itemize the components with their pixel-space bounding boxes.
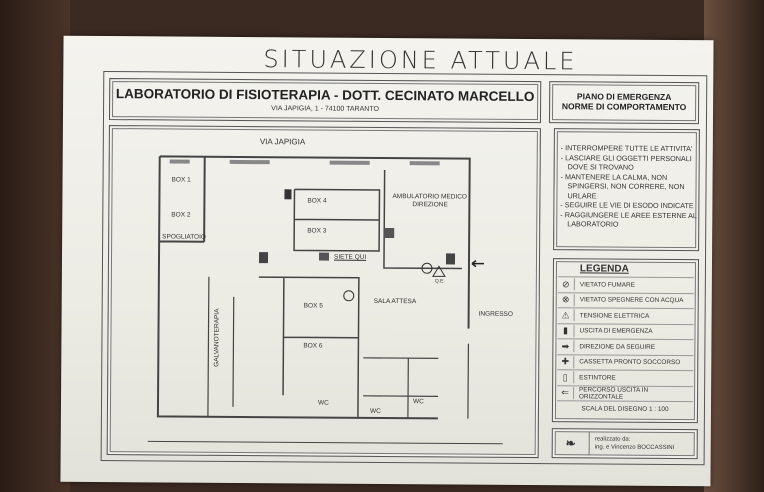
you-are-here-label: SIETE QUI <box>334 253 367 261</box>
legend-item: ➡ DIREZIONE DA SEGUIRE <box>557 338 694 355</box>
rule-item: - LASCIARE GLI OGGETTI PERSONALI DOVE SI… <box>560 152 692 172</box>
fire-extinguisher-icon: ▯ <box>557 371 575 384</box>
street-label: VIA JAPIGIA <box>259 137 306 147</box>
room-direzione: DIREZIONE <box>412 201 448 209</box>
room-box6: BOX 6 <box>303 342 323 350</box>
legend-item: ✚ CASSETTA PRONTO SOCCORSO <box>557 353 694 371</box>
table-background-left <box>0 0 70 492</box>
credit-line2: ing. e Vincenzo BOCCASSINI <box>594 444 675 452</box>
direction-arrow-icon <box>319 252 330 261</box>
rule-item: - SEGUIRE LE VIE DI ESODO INDICATE <box>560 200 694 211</box>
direction-arrow-icon: ➡ <box>557 340 575 353</box>
room-wc: WC <box>412 398 424 406</box>
electric-panel-label: Q.E. <box>434 278 445 285</box>
legend-item: ⚠ TENSIONE ELETTRICA <box>557 307 694 324</box>
no-smoking-icon: ⊘ <box>557 278 575 291</box>
rule-item: - INTERROMPERE TUTTE LE ATTIVITA' <box>560 143 693 154</box>
header-title: LABORATORIO DI FISIOTERAPIA - DOTT. CECI… <box>115 86 535 105</box>
room-ingresso: INGRESSO <box>478 310 513 318</box>
header-box: LABORATORIO DI FISIOTERAPIA - DOTT. CECI… <box>108 78 542 124</box>
room-ambulatorio: AMBULATORIO MEDICO <box>392 193 468 201</box>
legend-item: ▯ ESTINTORE <box>557 369 694 386</box>
legend-label: DIREZIONE DA SEGUIRE <box>579 343 656 351</box>
header-address: VIA JAPIGIA, 1 - 74100 TARANTO <box>271 105 379 113</box>
floor-plan: VIA JAPIGIA BOX 1 BOX 2 SPOGLIATOIO BOX … <box>106 125 541 459</box>
legend-label: VIETATO FUMARE <box>579 281 635 289</box>
rule-item: - MANTENERE LA CALMA, NON SPINGERSI, NON… <box>560 171 685 200</box>
piano-box: PIANO DI EMERGENZA NORME DI COMPORTAMENT… <box>548 81 700 125</box>
legend-item: ⇐ PERCORSO USCITA IN ORIZZONTALE <box>557 384 694 402</box>
electric-hazard-icon: ⚠ <box>557 309 575 322</box>
legend-label: TENSIONE ELETTRICA <box>579 312 650 320</box>
credit-box: ❧ realizzato da: ing. e Vincenzo BOCCASS… <box>551 428 698 460</box>
room-box2: BOX 2 <box>171 211 191 219</box>
handwritten-title: SITUAZIONE ATTUALE <box>263 45 578 76</box>
first-aid-icon <box>384 227 395 239</box>
legend-item: ⊗ VIETATO SPEGNERE CON ACQUA <box>557 291 694 309</box>
legend-item: ⊘ VIETATO FUMARE <box>557 276 694 293</box>
legend-label: CASSETTA PRONTO SOCCORSO <box>579 358 681 367</box>
legend-label: PERCORSO USCITA IN ORIZZONTALE <box>578 386 649 401</box>
legend-label: VIETATO SPEGNERE CON ACQUA <box>579 296 684 305</box>
legend: LEGENDA ⊘ VIETATO FUMARE ⊗ VIETATO SPEGNER… <box>551 258 700 424</box>
piano-line2: NORME DI COMPORTAMENTO <box>561 101 687 113</box>
legend-label: USCITA DI EMERGENZA <box>579 327 653 336</box>
electric-hazard-icon <box>432 265 446 277</box>
emergency-exit-icon <box>445 253 456 265</box>
room-sala-attesa: SALA ATTESA <box>373 297 417 306</box>
no-water-icon <box>421 262 433 274</box>
room-box3: BOX 3 <box>307 227 327 235</box>
room-galvanoterapia: GALVANOTERAPIA <box>213 308 221 367</box>
emergency-exit-icon <box>258 252 269 264</box>
room-box5: BOX 5 <box>303 302 323 310</box>
drawing-scale: SCALA DEL DISEGNO 1 : 100 <box>556 400 694 414</box>
room-wc: WC <box>369 407 381 415</box>
behaviour-rules: - INTERROMPERE TUTTE LE ATTIVITA' - LASC… <box>553 128 700 252</box>
first-aid-icon: ✚ <box>557 355 575 369</box>
rule-item: - RAGGIUNGERE LE AREE ESTERNE AL LABORAT… <box>560 209 697 229</box>
legend-item: ▮ USCITA DI EMERGENZA <box>557 322 694 340</box>
room-wc: WC <box>317 399 329 407</box>
floor-plan-drawing <box>147 155 503 445</box>
room-box4: BOX 4 <box>307 197 327 205</box>
legend-title: LEGENDA <box>579 263 629 275</box>
emergency-plan-sheet: SITUAZIONE ATTUALE LABORATORIO DI FISIOT… <box>60 35 714 487</box>
company-logo: ❧ <box>552 431 590 456</box>
fire-extinguisher-icon <box>284 189 292 200</box>
no-smoking-icon <box>343 290 355 302</box>
no-water-icon: ⊗ <box>557 293 575 307</box>
room-spogliatoio: SPOGLIATOIO <box>162 233 207 241</box>
exit-route-icon: ⇐ <box>557 386 574 400</box>
room-box1: BOX 1 <box>171 176 191 184</box>
legend-label: ESTINTORE <box>579 374 616 382</box>
emergency-exit-icon: ▮ <box>557 324 575 338</box>
table-background-right <box>704 0 764 492</box>
entry-arrow-icon <box>471 260 484 268</box>
